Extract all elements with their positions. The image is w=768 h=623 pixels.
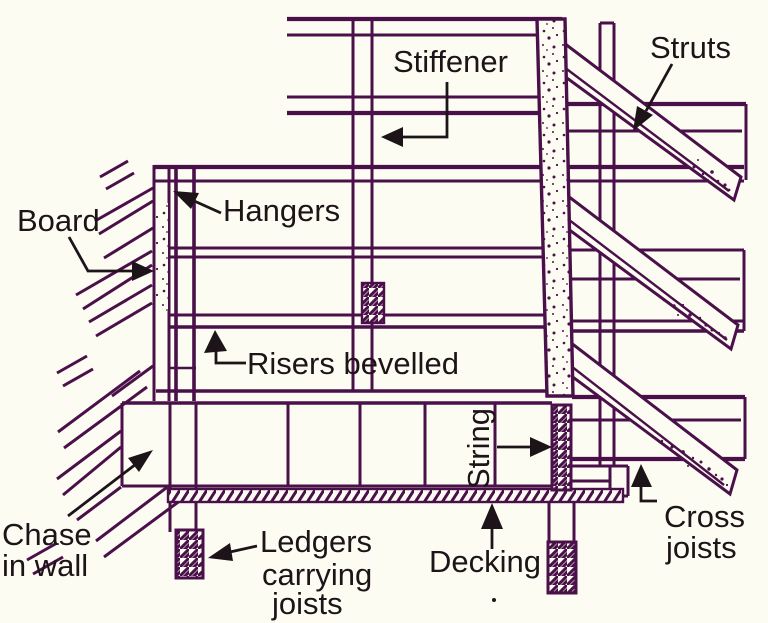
wall-hatch-lower (26, 354, 182, 576)
board (152, 165, 171, 401)
decking-arrowhead (481, 503, 503, 529)
central-post-body (535, 17, 575, 398)
struts-label: Struts (650, 30, 731, 65)
hangers-arrowhead (173, 191, 199, 209)
risers-arrowhead (204, 330, 227, 353)
ledgers-label-line3: joists (271, 586, 343, 621)
chase-leader (67, 459, 141, 518)
hangers-label: Hangers (223, 193, 340, 228)
risers-label: Risers bevelled (247, 346, 459, 381)
stray-ink-dot (492, 598, 496, 602)
central-post (535, 17, 575, 398)
chase-label-line2: in wall (2, 548, 88, 583)
ledger-left (174, 528, 205, 580)
ledger-right (546, 540, 578, 595)
struts-arrowhead (633, 106, 653, 131)
cross-joists-label-line1: Cross (664, 499, 745, 534)
left-post-lines (168, 403, 198, 532)
cross-joists-leader (639, 487, 657, 503)
ledgers-arrowhead (208, 543, 233, 561)
cross-joists-arrowhead (631, 464, 652, 487)
stiffener-lines (351, 19, 374, 391)
board-leader (67, 236, 142, 273)
board-lines (152, 165, 171, 401)
hangers (170, 165, 196, 401)
string-section (550, 403, 573, 492)
string-label: String (461, 408, 496, 489)
wall-hatch-upper (75, 159, 154, 338)
hanger-lines (174, 165, 196, 401)
risers-leader (214, 350, 246, 365)
struts-leader (644, 63, 674, 112)
upper-flight-boarding (287, 16, 562, 116)
stiffener (351, 19, 374, 391)
stiffener-leader (392, 82, 449, 139)
ledgers-leader (229, 544, 258, 554)
hangers-leader (191, 198, 222, 215)
struts (558, 36, 743, 497)
ledgers-label-line1: Ledgers (260, 524, 372, 559)
stiffener-block (360, 281, 386, 325)
cross-joists-label-line2: joists (665, 530, 737, 565)
landing-joists (286, 403, 497, 486)
board-arrowhead (132, 261, 154, 281)
strut-speckles (660, 159, 731, 487)
chase-arrowhead (128, 450, 153, 472)
strut-3-inner (561, 358, 725, 486)
middle-flight (156, 246, 562, 393)
decking-label: Decking (429, 544, 541, 579)
labels: Stiffener Struts Board Hangers Risers be… (2, 30, 745, 621)
stiffener-arrowhead (381, 127, 403, 147)
decking-strip (166, 487, 625, 504)
leaders (67, 63, 674, 561)
strut-1-inner (559, 63, 730, 192)
board-texture (156, 203, 168, 311)
chase-label-line1: Chase (2, 517, 92, 552)
wall-hatching (26, 159, 182, 576)
string-arrowhead (530, 437, 552, 457)
stiffener-label: Stiffener (393, 44, 508, 79)
ledgers-label-line2: carrying (262, 557, 372, 592)
board-label: Board (17, 203, 100, 238)
decking (166, 487, 625, 504)
section-blocks (174, 281, 578, 595)
